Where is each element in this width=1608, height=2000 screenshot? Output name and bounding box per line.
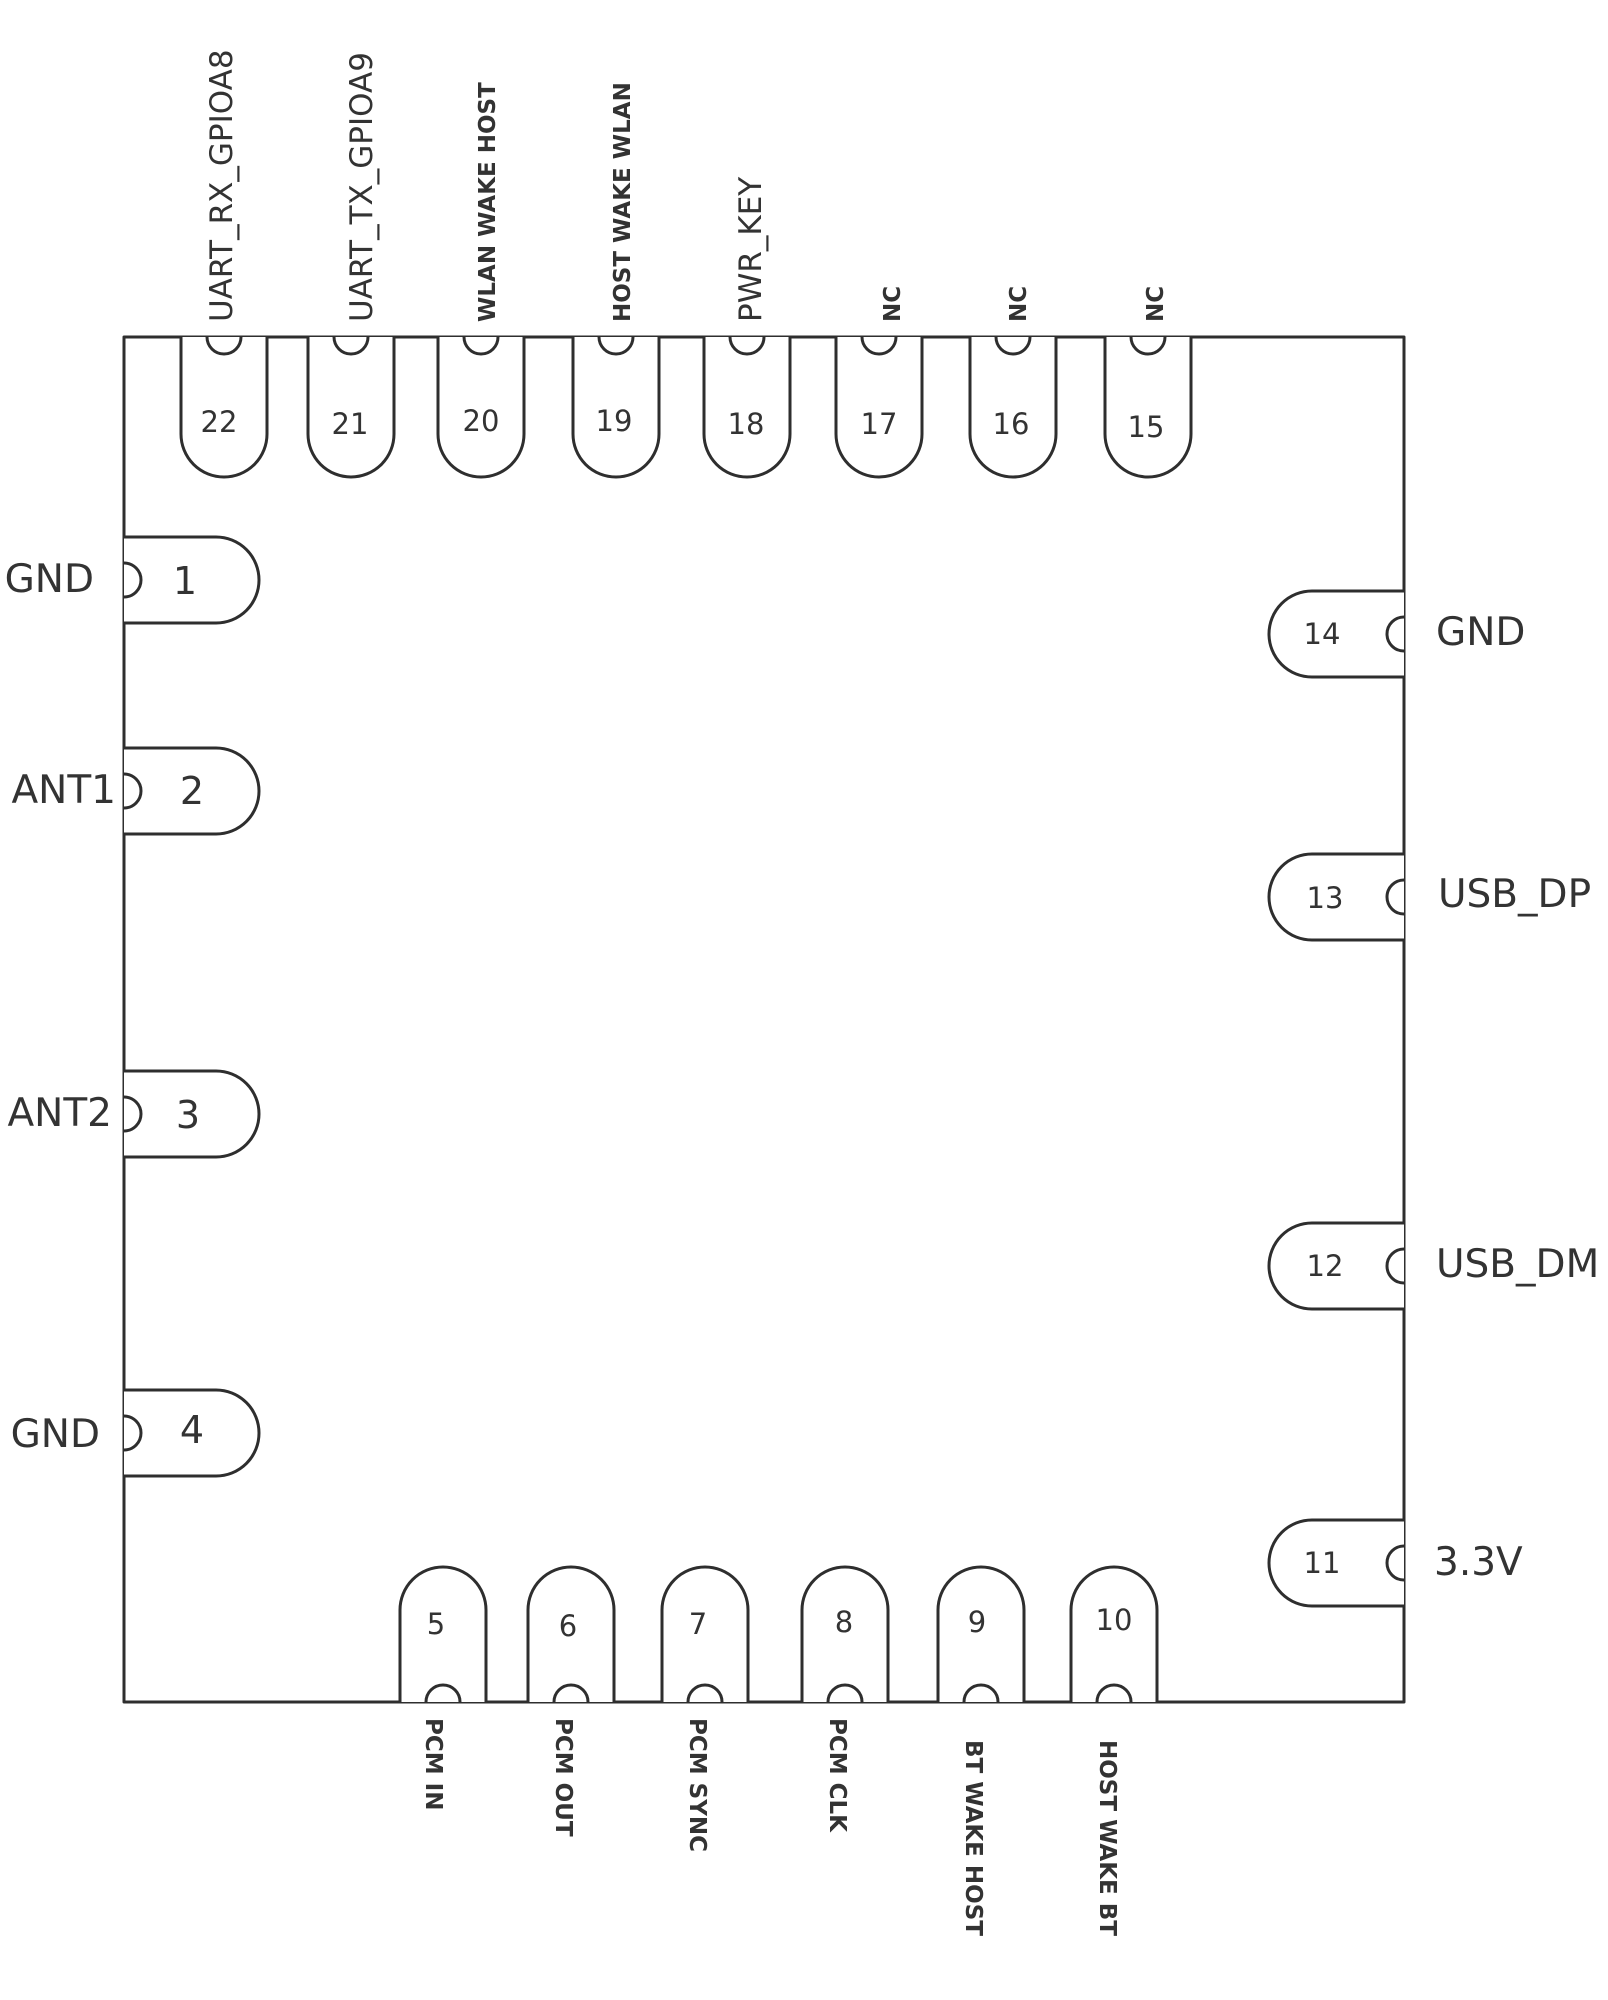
pin-10-label: HOST WAKE BT — [1094, 1740, 1120, 1936]
module-body-outline — [122, 335, 1406, 1704]
pin-14-number: 14 — [1304, 617, 1341, 651]
pin-3-number: 3 — [176, 1093, 200, 1137]
pin-11-label: 3.3V — [1434, 1540, 1523, 1585]
pin-1: 1 GND — [5, 535, 261, 625]
pin-13-label: USB_DP — [1438, 872, 1591, 917]
pin-12-number: 12 — [1307, 1249, 1344, 1283]
pin-8: 8 PCM CLK — [800, 1565, 890, 1833]
pin-9-number: 9 — [968, 1605, 986, 1639]
pin-13-number: 13 — [1307, 881, 1344, 915]
pin-10: 10 HOST WAKE BT — [1069, 1565, 1159, 1936]
pin-2-number: 2 — [180, 769, 204, 813]
pin-5: 5 PCM IN — [398, 1565, 488, 1810]
pin-19: 19 HOST WAKE WLAN — [571, 82, 661, 479]
pin-12-label: USB_DM — [1436, 1242, 1599, 1287]
pin-18-number: 18 — [728, 407, 765, 441]
pin-4: 4 GND — [11, 1388, 261, 1478]
pin-1-label: GND — [5, 557, 94, 602]
pin-2-label: ANT1 — [12, 768, 117, 813]
pin-20-label: WLAN WAKE HOST — [475, 82, 501, 322]
pin-17-label: NC — [880, 286, 906, 322]
pin-8-number: 8 — [835, 1605, 853, 1639]
pin-20: 20 WLAN WAKE HOST — [436, 82, 526, 479]
pin-4-number: 4 — [180, 1408, 204, 1452]
pin-1-number: 1 — [173, 559, 197, 603]
pin-11: 11 3.3V — [1267, 1518, 1523, 1608]
pin-3-label: ANT2 — [8, 1091, 113, 1136]
pin-14: 14 GND — [1267, 589, 1525, 679]
pin-7-number: 7 — [689, 1607, 707, 1641]
pin-4-label: GND — [11, 1412, 100, 1457]
pin-6: 6 PCM OUT — [526, 1565, 616, 1837]
pin-10-number: 10 — [1096, 1603, 1133, 1637]
pin-17-number: 17 — [861, 407, 898, 441]
pin-16: 16 NC — [968, 286, 1058, 479]
pin-15: 15 NC — [1103, 286, 1193, 479]
pin-18-label: PWR_KEY — [733, 177, 769, 322]
pin-22-label: UART_RX_GPIOA8 — [204, 49, 240, 322]
pin-5-label: PCM IN — [420, 1718, 446, 1810]
pin-15-number: 15 — [1128, 410, 1165, 444]
pin-16-number: 16 — [993, 407, 1030, 441]
pin-11-number: 11 — [1304, 1546, 1341, 1580]
pin-7-label: PCM SYNC — [684, 1718, 710, 1852]
pin-2: 2 ANT1 — [12, 746, 261, 836]
pin-6-label: PCM OUT — [550, 1718, 576, 1837]
pin-19-number: 19 — [596, 404, 633, 438]
pin-17: 17 NC — [834, 286, 924, 479]
pin-9: 9 BT WAKE HOST — [936, 1565, 1026, 1936]
pin-15-label: NC — [1143, 286, 1169, 322]
pin-13: 13 USB_DP — [1267, 852, 1591, 942]
pin-9-label: BT WAKE HOST — [960, 1740, 986, 1936]
pin-7: 7 PCM SYNC — [660, 1565, 750, 1852]
pin-5-number: 5 — [427, 1607, 445, 1641]
pin-20-number: 20 — [463, 404, 500, 438]
pin-22: 22 UART_RX_GPIOA8 — [179, 49, 269, 479]
pin-14-label: GND — [1436, 610, 1525, 655]
pin-16-label: NC — [1006, 286, 1032, 322]
pin-3: 3 ANT2 — [8, 1069, 261, 1159]
pin-21-label: UART_TX_GPIOA9 — [344, 52, 380, 322]
pin-19-label: HOST WAKE WLAN — [610, 82, 636, 322]
pin-18: 18 PWR_KEY — [702, 177, 792, 479]
pin-6-number: 6 — [559, 1609, 577, 1643]
pin-12: 12 USB_DM — [1267, 1221, 1599, 1311]
pin-21-number: 21 — [332, 407, 369, 441]
pin-21: 21 UART_TX_GPIOA9 — [306, 52, 396, 479]
pin-22-number: 22 — [201, 405, 238, 439]
pin-8-label: PCM CLK — [824, 1718, 850, 1833]
